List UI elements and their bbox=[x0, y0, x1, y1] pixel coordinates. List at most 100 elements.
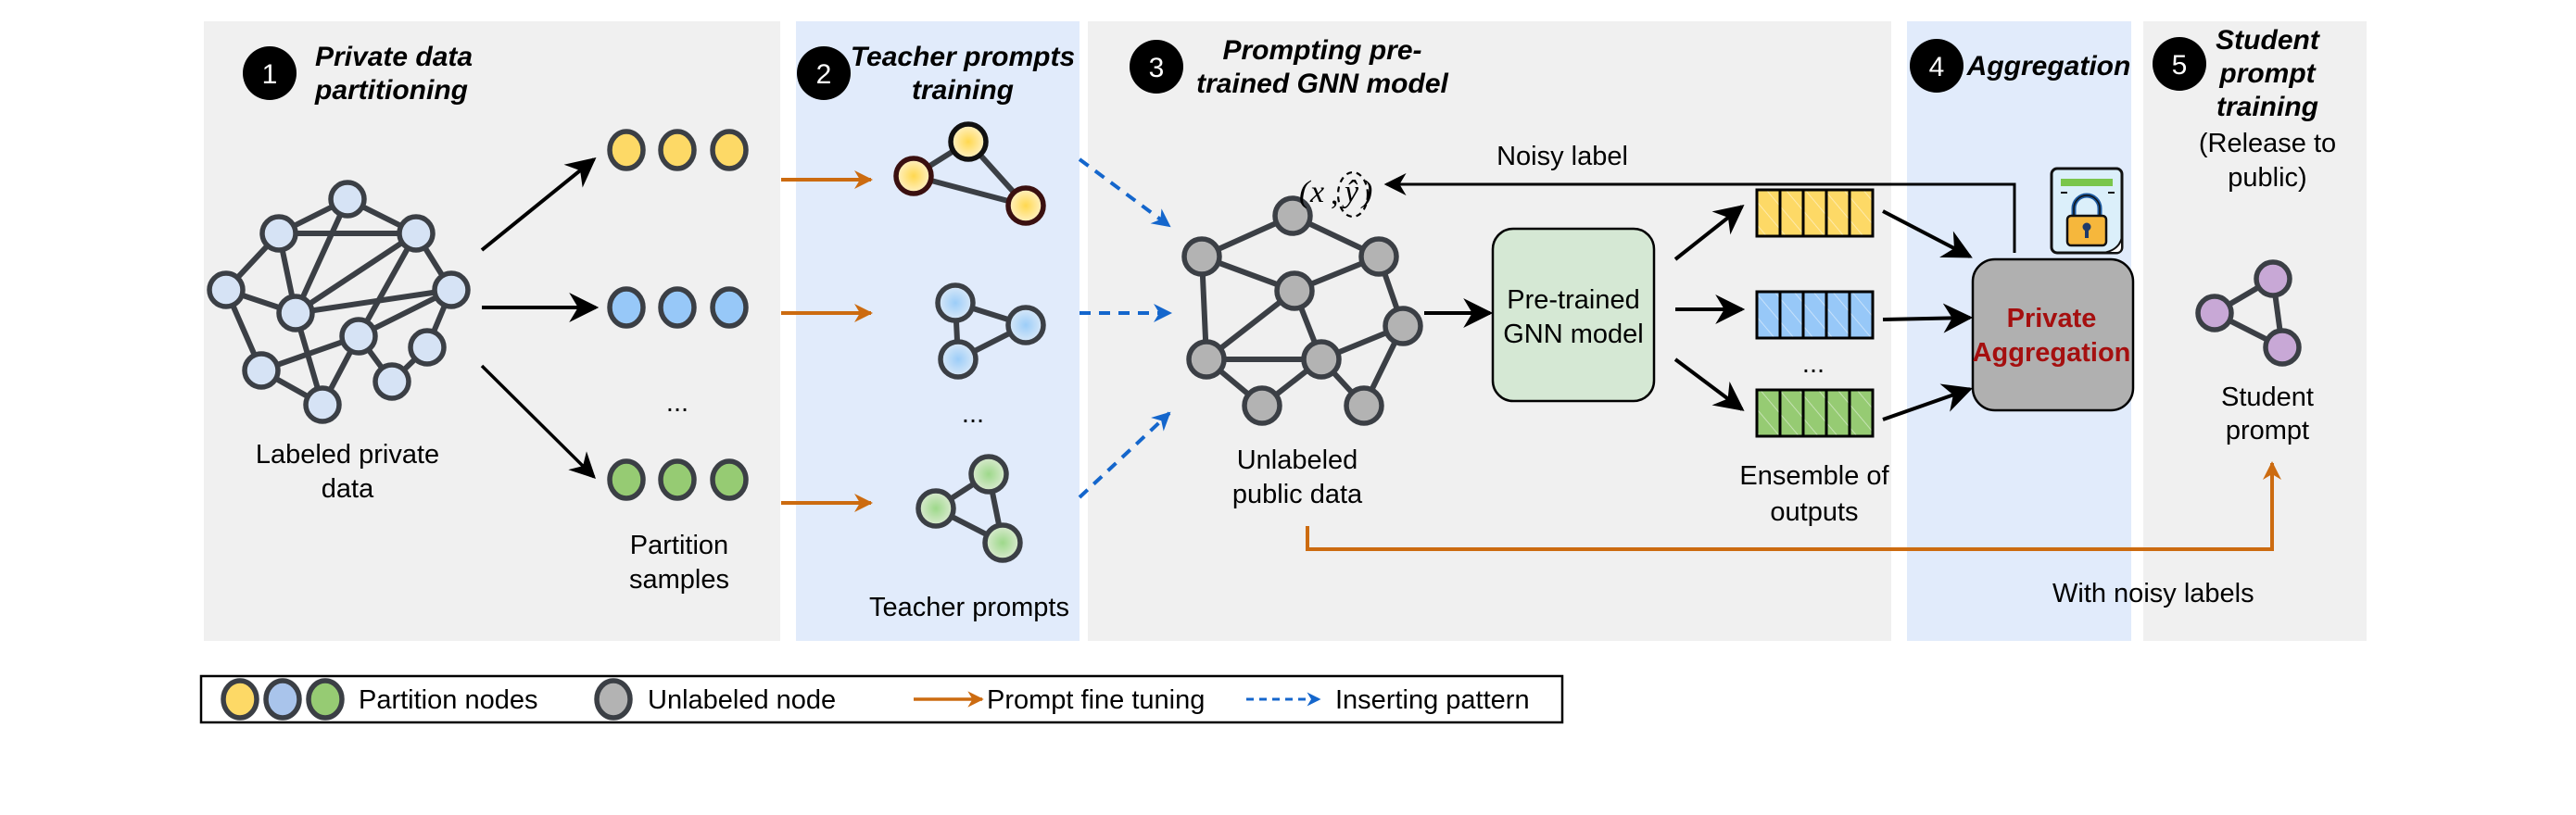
output-vector-cell-outline bbox=[1825, 290, 1851, 340]
unlabeled-public-node bbox=[1242, 385, 1282, 426]
ensemble-of-outputs bbox=[1755, 188, 1875, 438]
ensemble-label-line-2: outputs bbox=[1770, 497, 1858, 527]
private-graph-node bbox=[432, 270, 471, 309]
inserting-pattern-arrow-3 bbox=[1078, 411, 1171, 499]
model-label-line-2: GNN model bbox=[1503, 320, 1644, 349]
teacher-prompt-node-green bbox=[982, 522, 1023, 563]
ensemble-label-line-1: Ensemble of bbox=[1739, 461, 1889, 491]
private-graph-node bbox=[397, 214, 436, 253]
step-4-title-line-1: Aggregation bbox=[1966, 51, 2131, 82]
step-3-header: 3 Prompting pre- trained GNN model bbox=[1130, 35, 1449, 99]
model-output-arrow-1 bbox=[1673, 205, 1745, 261]
outputs-ellipsis: ... bbox=[1802, 349, 1825, 379]
partition-node-yellow bbox=[658, 129, 697, 171]
output-vector-cell-outline bbox=[1848, 188, 1875, 238]
partition-samples-label-line-1: Partition bbox=[630, 531, 728, 560]
teacher-prompt-node-green bbox=[968, 454, 1009, 495]
step-5-subtitle-line-1: (Release to bbox=[2199, 129, 2336, 158]
private-graph-node bbox=[303, 385, 342, 424]
partition-node-blue bbox=[607, 286, 646, 329]
step-1-header: 1 Private data partitioning bbox=[243, 42, 473, 106]
output-to-aggregation-arrow-1 bbox=[1882, 209, 1973, 258]
unlabeled-public-data-label-line-2: public data bbox=[1232, 480, 1363, 509]
private-graph-node bbox=[276, 294, 315, 332]
unlabeled-public-node bbox=[1274, 270, 1315, 311]
legend-prompt-fine-tuning-label: Prompt fine tuning bbox=[987, 685, 1205, 715]
partition-arrow-3 bbox=[480, 364, 596, 479]
student-prompt-node bbox=[2263, 328, 2302, 367]
output-vector-yellow bbox=[1755, 188, 1875, 238]
step-4-header: 4 Aggregation bbox=[1910, 39, 2130, 93]
partition-node-green bbox=[710, 458, 749, 501]
legend-box bbox=[199, 674, 1564, 724]
partition-node-green bbox=[658, 458, 697, 501]
private-graph-node bbox=[339, 317, 378, 356]
teacher-ellipsis: ... bbox=[962, 399, 984, 429]
step-2-title-line-2: training bbox=[912, 75, 1014, 106]
node-annotation-x-yhat: ( x , ŷ ) bbox=[1299, 170, 1372, 219]
step-2-title-line-1: Teacher prompts bbox=[851, 42, 1075, 72]
output-vector-cell-outline bbox=[1801, 290, 1828, 340]
aggregation-label-line-1: Private bbox=[2007, 304, 2097, 333]
step-1-title-line-1: Private data bbox=[315, 42, 473, 72]
private-graph-node bbox=[242, 351, 281, 390]
legend-partition-nodes-label: Partition nodes bbox=[359, 685, 537, 715]
private-graph-node bbox=[207, 270, 246, 309]
model-label-line-1: Pre-trained bbox=[1507, 285, 1639, 315]
noisy-label-text: Noisy label bbox=[1496, 142, 1628, 171]
partition-samples-label-line-2: samples bbox=[629, 565, 729, 595]
output-vector-cell-outline bbox=[1755, 188, 1782, 238]
student-prompt-label-line-1: Student bbox=[2221, 382, 2314, 412]
step-5-badge bbox=[2153, 37, 2206, 91]
unlabeled-public-node bbox=[1358, 236, 1399, 277]
unlabeled-node-icon bbox=[594, 678, 633, 721]
output-vector-cell-outline bbox=[1848, 290, 1875, 340]
student-prompt-node bbox=[2254, 259, 2292, 298]
pretrained-gnn-model-box: Pre-trained GNN model bbox=[1491, 227, 1656, 403]
partition-arrow-1 bbox=[480, 157, 597, 252]
lock-document-icon bbox=[2050, 167, 2124, 255]
step-5-number: 5 bbox=[2172, 50, 2188, 81]
student-training-arrow bbox=[1306, 461, 2281, 551]
output-vector-green bbox=[1755, 388, 1875, 438]
step-1-number: 1 bbox=[262, 59, 278, 90]
unlabeled-public-node bbox=[1301, 339, 1342, 380]
unlabeled-public-node bbox=[1181, 236, 1222, 277]
partition-node-blue bbox=[658, 286, 697, 329]
partition-node-yellow bbox=[710, 129, 749, 171]
private-aggregation-box: Private Aggregation bbox=[1971, 257, 2135, 412]
output-vector-cell-outline bbox=[1801, 188, 1828, 238]
unlabeled-public-node bbox=[1272, 195, 1313, 236]
unlabeled-public-graph bbox=[1181, 195, 1423, 426]
annotation-open-paren: ( bbox=[1299, 175, 1312, 209]
private-graph-node bbox=[259, 214, 298, 253]
annotation-x: x bbox=[1309, 175, 1324, 209]
step-3-title-line-2: trained GNN model bbox=[1196, 69, 1448, 99]
step-5-header: 5 Student prompt training (Release to pu… bbox=[2153, 25, 2336, 193]
output-vector-blue bbox=[1755, 290, 1875, 340]
partition-samples bbox=[607, 129, 749, 501]
step-2-badge bbox=[797, 46, 851, 100]
step-3-number: 3 bbox=[1149, 53, 1165, 83]
teacher-prompt-node-yellow bbox=[893, 156, 934, 196]
output-to-aggregation-arrow-2 bbox=[1882, 303, 1974, 333]
output-vector-cell-outline bbox=[1801, 388, 1828, 438]
private-graph-node bbox=[373, 362, 411, 401]
labeled-private-data-label-line-2: data bbox=[322, 474, 374, 504]
private-graph-edge bbox=[356, 232, 419, 338]
student-prompt-label-line-2: prompt bbox=[2226, 416, 2309, 445]
labeled-private-graph bbox=[207, 180, 471, 424]
teacher-prompt-node-blue bbox=[1005, 305, 1046, 345]
output-vector-cell-outline bbox=[1755, 388, 1782, 438]
annotation-dashed-ellipse bbox=[1336, 170, 1370, 219]
private-graph-edge bbox=[294, 231, 418, 316]
step-1-badge bbox=[243, 46, 297, 100]
unlabeled-public-data-label-line-1: Unlabeled bbox=[1237, 445, 1358, 475]
private-graph-edge bbox=[295, 287, 452, 316]
legend: Partition nodes Unlabeled node Prompt fi… bbox=[199, 674, 1564, 724]
teacher-prompt-node-yellow bbox=[1005, 185, 1046, 226]
output-to-aggregation-arrow-3 bbox=[1882, 383, 1974, 421]
aggregation-label-line-2: Aggregation bbox=[1973, 338, 2131, 368]
teacher-prompt-node-blue bbox=[935, 282, 976, 323]
